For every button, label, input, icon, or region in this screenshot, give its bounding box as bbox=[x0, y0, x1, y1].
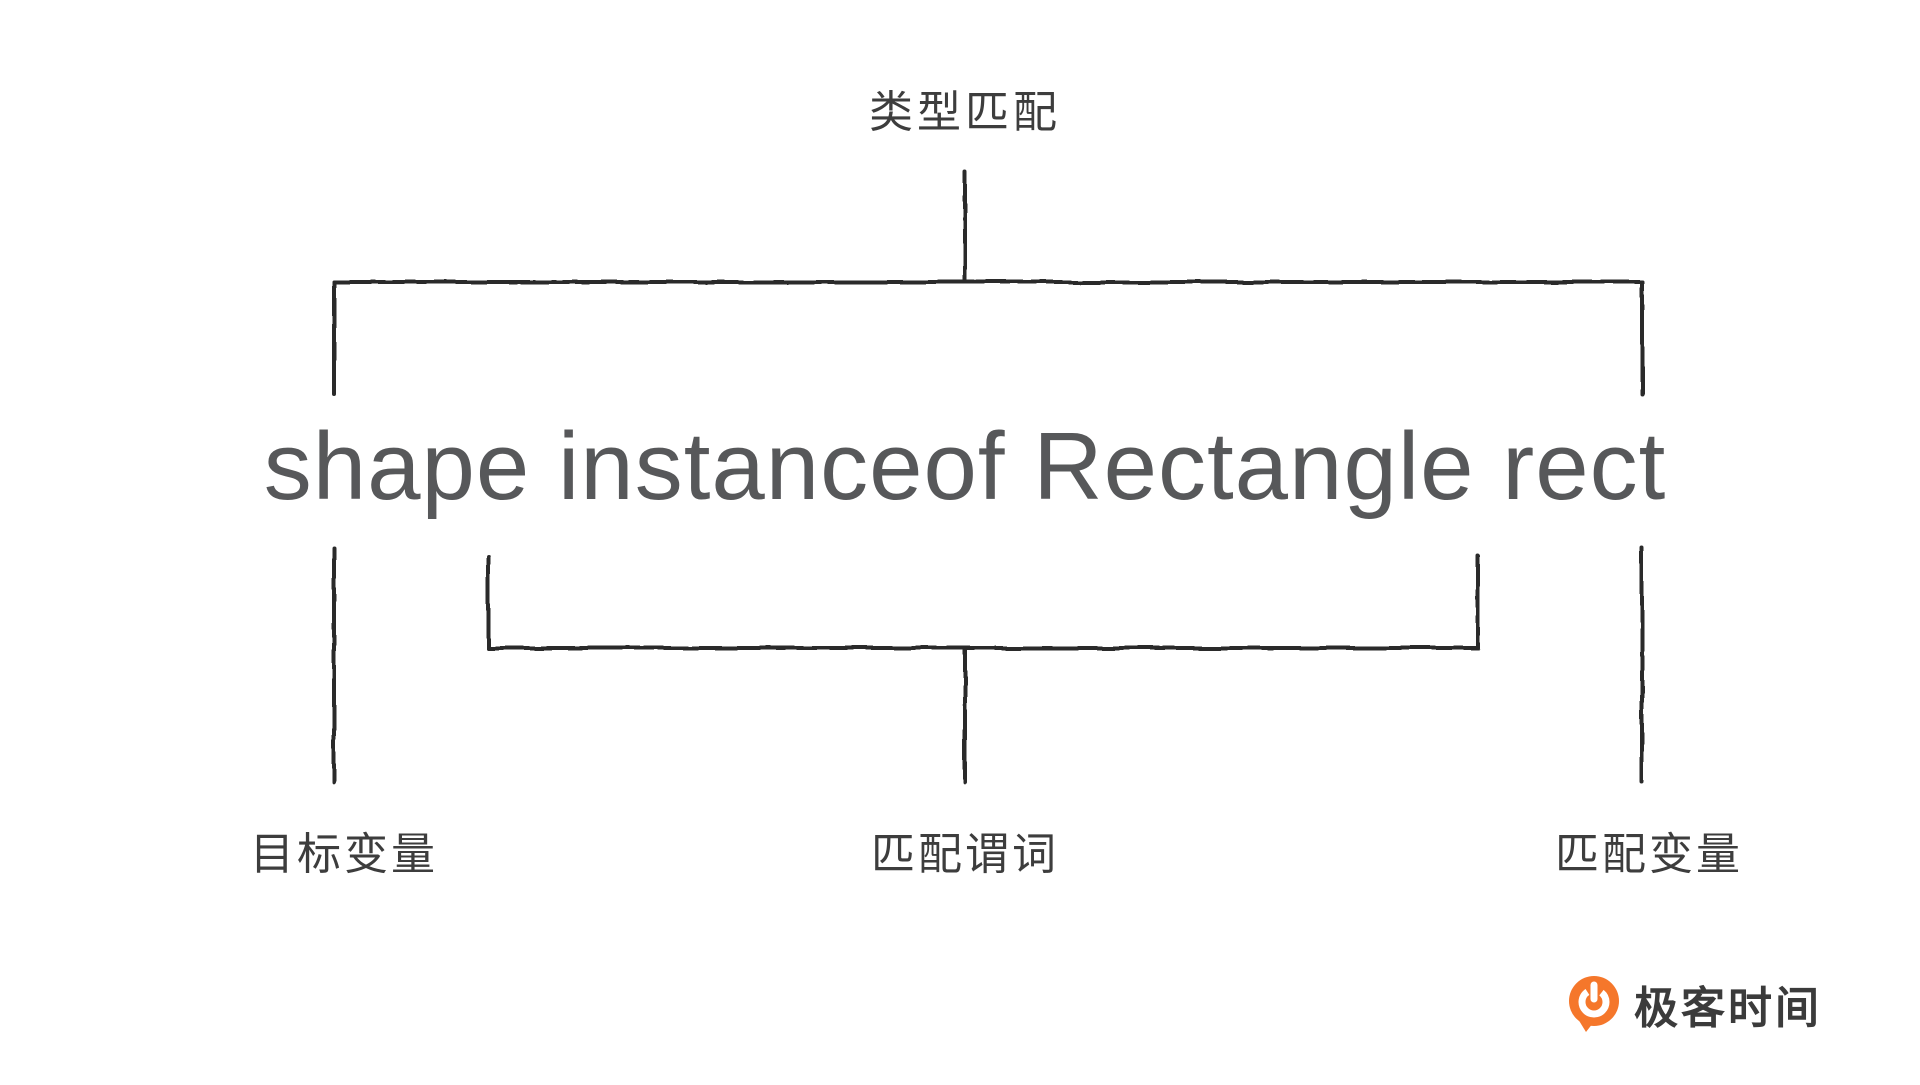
label-match-variable: 匹配变量 bbox=[1555, 830, 1743, 879]
geektime-logo: 极客时间 bbox=[1566, 972, 1822, 1036]
geektime-logo-text: 极客时间 bbox=[1634, 984, 1822, 1033]
label-match-predicate: 匹配谓词 bbox=[871, 830, 1059, 879]
label-target-variable: 目标变量 bbox=[250, 830, 438, 879]
code-expression: shape instanceof Rectangle rect bbox=[263, 413, 1667, 520]
geektime-logo-icon bbox=[1569, 976, 1619, 1032]
diagram-title: 类型匹配 bbox=[869, 88, 1061, 137]
